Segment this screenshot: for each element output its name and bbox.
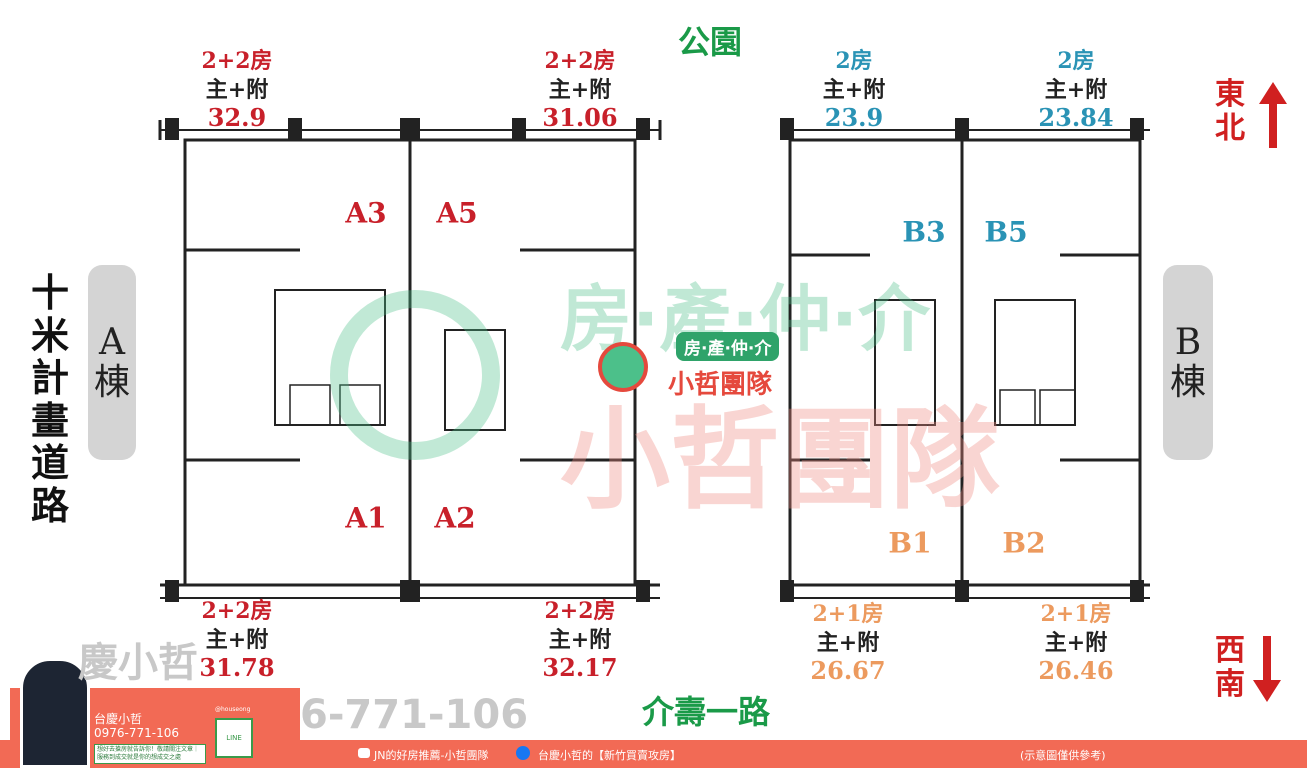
logo-team: 小哲團隊 — [668, 370, 773, 400]
unit-label: 主+附 — [816, 630, 880, 656]
agent-promo: 台慶小哲 0976-771-106 想好去搶房就告訴你！敬請關注文章｜服務到成交… — [10, 658, 300, 768]
compass-char: 北 — [1215, 110, 1245, 146]
road-left-char: 計 — [30, 355, 69, 401]
road-left-char: 畫 — [30, 397, 69, 443]
building-a-char: 棟 — [93, 361, 130, 403]
unit-type: 2+2房 — [201, 598, 273, 624]
compass-char: 南 — [1215, 666, 1245, 702]
watermark-team: 小哲團隊 — [560, 396, 1000, 524]
compass-southwest: 西南 — [1208, 634, 1252, 701]
unit-label: 主+附 — [822, 77, 886, 103]
unit-id-b1: B1 — [888, 526, 932, 560]
unit-type: 2+2房 — [544, 48, 616, 74]
facebook-icon — [516, 746, 530, 760]
unit-id-b3: B3 — [902, 215, 946, 249]
unit-id-b5: B5 — [984, 215, 1028, 249]
bg-name: 慶小哲 — [78, 640, 198, 686]
qr-label: LINE — [226, 734, 242, 742]
compass-char: 東 — [1215, 77, 1245, 112]
youtube-link[interactable]: JN的好房推薦-小哲團隊 — [374, 749, 489, 762]
unit-size: 23.84 — [1038, 103, 1114, 132]
compass-char: 西 — [1215, 633, 1245, 668]
logo-face-icon — [598, 342, 648, 392]
building-a-letter: A — [99, 321, 125, 363]
disclaimer: (示意圖僅供參考) — [1020, 749, 1106, 762]
promo-handle: @houseong — [215, 706, 251, 713]
logo-brand: 房·產·仲·介 — [676, 332, 780, 361]
unit-label: 主+附 — [205, 77, 269, 103]
unit-type: 2+1房 — [812, 601, 884, 627]
line-qr-code[interactable]: LINE — [215, 718, 253, 758]
unit-size: 31.78 — [199, 653, 275, 682]
agent-note: 想好去搶房就告訴你！敬請關注文章｜服務到成交就是你的想成交之處 — [94, 744, 206, 764]
unit-label: 主+附 — [548, 77, 612, 103]
road-left-char: 米 — [30, 312, 69, 358]
road-left-char: 十 — [30, 270, 69, 315]
unit-size: 32.17 — [542, 653, 618, 682]
youtube-icon — [358, 748, 370, 758]
road-left-char: 道 — [30, 440, 69, 486]
road-left: 十米計畫道路 — [28, 270, 72, 528]
unit-label: 主+附 — [1044, 77, 1108, 103]
agent-phone: 0976-771-106 — [94, 726, 180, 740]
unit-id-a5: A5 — [436, 196, 478, 230]
agent-photo — [20, 658, 90, 768]
unit-size: 23.9 — [824, 103, 884, 132]
unit-type: 2房 — [835, 48, 873, 74]
unit-type: 2+2房 — [544, 598, 616, 624]
unit-label: 主+附 — [548, 627, 612, 653]
unit-id-a1: A1 — [345, 501, 387, 535]
facebook-link[interactable]: 台慶小哲的【新竹買賣攻房】 — [538, 749, 681, 762]
unit-size: 26.67 — [810, 656, 886, 685]
compass-northeast: 東北 — [1208, 78, 1252, 145]
unit-size: 31.06 — [542, 103, 618, 132]
unit-size: 26.46 — [1038, 656, 1114, 685]
unit-label: 主+附 — [205, 627, 269, 653]
unit-id-a2: A2 — [434, 501, 476, 535]
road-bottom: 介壽一路 — [641, 693, 771, 731]
watermark-logo-icon — [330, 290, 500, 460]
building-b-char: 棟 — [1169, 361, 1206, 403]
unit-size: 32.9 — [207, 103, 267, 132]
unit-type: 2房 — [1057, 48, 1095, 74]
unit-label: 主+附 — [1044, 630, 1108, 656]
unit-type: 2+2房 — [201, 48, 273, 74]
agent-name: 台慶小哲 — [94, 712, 143, 726]
road-top: 公園 — [677, 23, 743, 61]
unit-id-a3: A3 — [345, 196, 387, 230]
building-b-letter: B — [1174, 321, 1202, 363]
arrow-up-icon — [1259, 82, 1287, 148]
unit-id-b2: B2 — [1002, 526, 1046, 560]
road-left-char: 路 — [30, 482, 69, 528]
unit-type: 2+1房 — [1040, 601, 1112, 627]
center-logo: 房·產·仲·介 小哲團隊 — [598, 332, 808, 402]
bg-phone: 6-771-106 — [300, 692, 529, 738]
arrow-down-icon — [1253, 636, 1281, 702]
